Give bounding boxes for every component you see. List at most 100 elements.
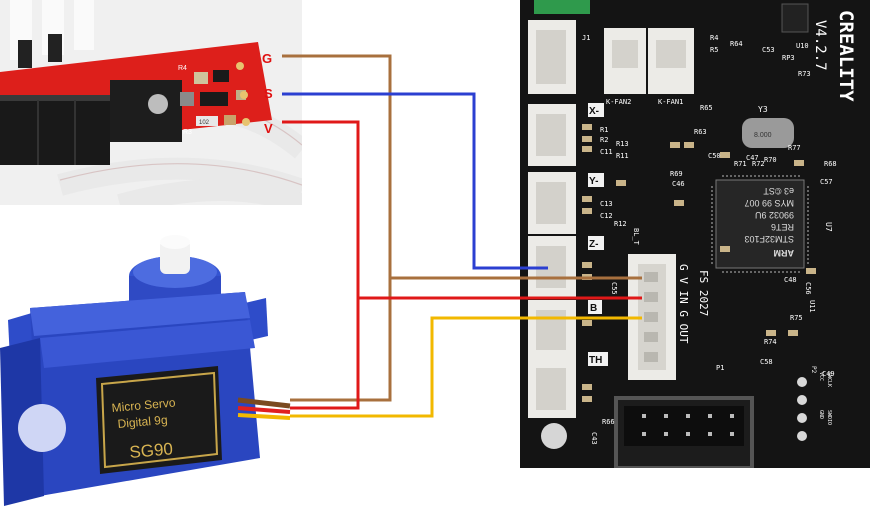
svg-text:R71: R71 xyxy=(734,160,747,168)
svg-text:C50: C50 xyxy=(708,152,721,160)
servo-cable xyxy=(237,397,291,420)
swd-header xyxy=(797,377,807,441)
label-fs: FS 2027 xyxy=(697,270,710,316)
sensor-pin-v: V xyxy=(264,121,273,136)
svg-text:C49: C49 xyxy=(822,370,835,378)
crystal-label: Y3 xyxy=(758,105,768,114)
power-terminal xyxy=(534,0,590,14)
sensor-chip xyxy=(200,92,228,106)
svg-text:R73: R73 xyxy=(798,70,811,78)
board-mount-hole xyxy=(541,423,567,449)
svg-text:R72: R72 xyxy=(752,160,765,168)
slot-sensor-hole xyxy=(148,94,168,114)
label-y: Y- xyxy=(589,176,598,187)
smd-components xyxy=(582,124,816,402)
mcu-chip: ARM STM32F103 RET6 99032 9U MYS 99 007 e… xyxy=(711,175,809,273)
svg-text:C47: C47 xyxy=(746,154,759,162)
svg-text:C48: C48 xyxy=(784,276,797,284)
sensor-resistor-r4 xyxy=(194,72,208,84)
signal-wire xyxy=(282,92,548,270)
ground-wire xyxy=(282,54,642,280)
mcu-line-3: 99032 9U xyxy=(755,210,794,220)
svg-text:R77: R77 xyxy=(788,144,801,152)
svg-text:C43: C43 xyxy=(590,432,598,445)
servo-motor: Micro Servo Digital 9g SG90 xyxy=(0,228,300,510)
svg-text:R74: R74 xyxy=(764,338,777,346)
svg-text:R63: R63 xyxy=(694,128,707,136)
servo-label-line1: Micro Servo xyxy=(111,395,176,415)
label-u7: U7 xyxy=(824,222,833,232)
sensor-pin-s: S xyxy=(264,86,273,101)
label-p2: P2 xyxy=(810,366,817,374)
label-vcc: VCC xyxy=(818,372,824,381)
servo-drawing: Micro Servo Digital 9g SG90 xyxy=(0,235,291,506)
top-wires xyxy=(10,0,94,68)
svg-text:R64: R64 xyxy=(730,40,743,48)
servo-label-line2: Digital 9g xyxy=(117,413,168,431)
svg-text:J1: J1 xyxy=(582,34,590,42)
silkscreen-labels: R4 R5 C53 RP3 R64 R65 R66 R73 R68 C57 C5… xyxy=(582,34,837,445)
label-kfan2: K-FAN2 xyxy=(606,98,631,106)
svg-text:R65: R65 xyxy=(700,104,713,112)
svg-text:R69: R69 xyxy=(670,170,683,178)
svg-text:C55: C55 xyxy=(610,282,618,295)
svg-text:C56: C56 xyxy=(804,282,812,295)
label-z: Z- xyxy=(589,239,598,250)
svg-text:R66: R66 xyxy=(602,418,615,426)
power-wire xyxy=(282,120,642,300)
svg-text:R75: R75 xyxy=(790,314,803,322)
label-u10: U10 xyxy=(796,42,809,50)
slot-sensor xyxy=(110,80,182,142)
svg-text:R13: R13 xyxy=(616,140,629,148)
servo-side-label xyxy=(18,404,66,452)
label-swclk: SWCLK xyxy=(826,372,832,387)
svg-text:R12: R12 xyxy=(614,220,627,228)
servo-model: SG90 xyxy=(129,439,174,462)
svg-text:C46: C46 xyxy=(672,180,685,188)
svg-text:C12: C12 xyxy=(600,212,613,220)
label-swdio: SWDIO xyxy=(826,410,832,425)
svg-text:R68: R68 xyxy=(824,160,837,168)
label-th: TH xyxy=(589,355,602,366)
mcu-line-1: STM32F103 xyxy=(744,234,794,244)
board-version: V4.2.7 xyxy=(812,20,828,71)
sensor-label-r3: R3 xyxy=(183,129,192,136)
sensor-module: R4 R3 102 xyxy=(0,0,310,216)
chip-u10 xyxy=(781,3,809,33)
svg-text:R1: R1 xyxy=(600,126,608,134)
sensor-module-drawing: R4 R3 102 xyxy=(0,0,310,216)
power-wire-servo xyxy=(290,298,360,410)
label-gnd: GND xyxy=(818,410,824,419)
ground-wire-servo xyxy=(290,278,392,402)
output-wire xyxy=(290,316,642,418)
svg-text:R2: R2 xyxy=(600,136,608,144)
svg-text:C13: C13 xyxy=(600,200,613,208)
label-x: X- xyxy=(589,106,599,117)
mcu-line-2: RET6 xyxy=(771,222,794,232)
connector-labels: X- Y- Z- B TH xyxy=(588,103,608,366)
crystal-code: 8.000 xyxy=(754,132,772,139)
sensor-resistor-r3 xyxy=(196,116,218,126)
mcu-brand: ARM xyxy=(774,248,795,258)
sensor-pin-g: G xyxy=(262,51,272,66)
label-bl-t: BL_T xyxy=(632,228,640,246)
svg-text:C58: C58 xyxy=(760,358,773,366)
svg-text:R5: R5 xyxy=(710,46,718,54)
svg-text:C53: C53 xyxy=(762,46,775,54)
mcu-line-4: MYS 99 007 xyxy=(744,198,794,208)
label-p1: P1 xyxy=(716,364,724,372)
sensor-label-r4: R4 xyxy=(178,65,187,72)
label-b: B xyxy=(590,303,597,314)
mcu-line-5: e3 ©ST xyxy=(763,186,794,196)
servo-shaft xyxy=(160,240,190,274)
sensor-pads xyxy=(236,62,250,126)
label-bl-pins: G V IN G OUT xyxy=(677,264,690,344)
label-kfan1: K-FAN1 xyxy=(658,98,683,106)
svg-text:R70: R70 xyxy=(764,156,777,164)
label-u11: U11 xyxy=(808,300,816,313)
board-brand: CREALITY xyxy=(835,10,857,102)
servo-label-plate xyxy=(96,366,222,474)
svg-text:RP3: RP3 xyxy=(782,54,795,62)
svg-text:R11: R11 xyxy=(616,152,629,160)
